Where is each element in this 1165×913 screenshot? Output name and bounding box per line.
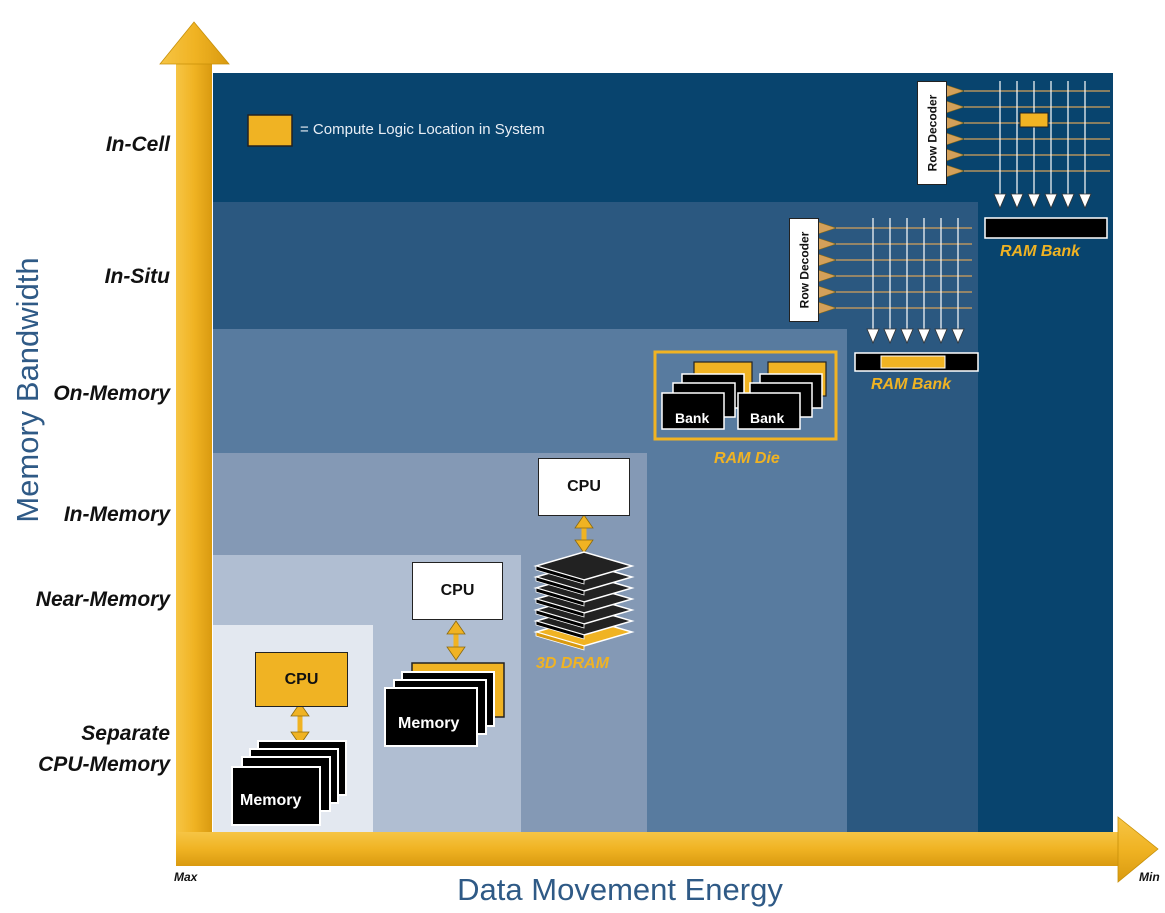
ram-die-caption: RAM Die	[714, 450, 780, 467]
in-situ-row-decoder: Row Decoder	[789, 218, 819, 322]
sense-arrow	[1027, 193, 1041, 210]
dram-layer-side	[535, 631, 585, 651]
in-cell-array	[945, 81, 1110, 210]
in-situ-compute-logic	[880, 355, 946, 369]
near-arrow-down	[446, 646, 466, 661]
near-cpu: CPU	[412, 562, 503, 620]
sense-arrow	[1010, 193, 1024, 210]
level-label-in-situ: In-Situ	[104, 265, 170, 288]
ram-die-frame	[653, 350, 838, 441]
dram-layer-side	[535, 565, 585, 585]
y-axis-title: Memory Bandwidth	[10, 257, 45, 523]
level-label-separate: Separate CPU-Memory	[38, 722, 170, 776]
level-label-near-memory: Near-Memory	[35, 588, 170, 611]
sense-arrow	[866, 328, 880, 345]
dram-layer-side	[535, 576, 585, 596]
ram-die-bank-a	[661, 361, 753, 430]
3d-dram-caption: 3D DRAM	[536, 655, 609, 672]
inmem-arrow-down	[574, 539, 594, 554]
x-axis-start-label: Max	[174, 870, 198, 884]
near-memory-label: Memory	[398, 715, 460, 732]
sense-arrow	[951, 328, 965, 345]
x-axis-end-label: Min	[1139, 870, 1160, 884]
dram-layer-side	[535, 609, 585, 629]
ram-die-bank-b	[737, 361, 827, 430]
sense-arrow	[1078, 193, 1092, 210]
ram-die-bank-a-label: Bank	[675, 410, 710, 426]
legend-swatch	[247, 114, 293, 147]
3d-dram-stack	[533, 551, 635, 651]
in-cell-row-decoder-label: Row Decoder	[925, 94, 939, 172]
near-memory-stack	[384, 662, 505, 747]
in-cell-bank-bar	[984, 217, 1108, 239]
legend-text: = Compute Logic Location in System	[300, 121, 545, 138]
in-memory-cpu: CPU	[538, 458, 630, 516]
separate-memory-label: Memory	[240, 792, 302, 809]
sense-arrow	[900, 328, 914, 345]
in-cell-compute-logic	[1019, 112, 1049, 128]
separate-arrow-up	[290, 702, 310, 717]
sense-arrow	[917, 328, 931, 345]
y-axis-arrow	[159, 21, 230, 852]
ram-die-bank-b-label: Bank	[750, 410, 785, 426]
in-cell-row-decoder: Row Decoder	[917, 81, 947, 185]
sense-arrow	[993, 193, 1007, 210]
dram-layer-side	[535, 598, 585, 618]
near-arrow-up	[446, 620, 466, 635]
in-situ-row-decoder-label: Row Decoder	[797, 231, 811, 309]
sense-arrow	[1061, 193, 1075, 210]
sense-arrow	[934, 328, 948, 345]
separate-memory-stack	[231, 740, 347, 826]
separate-arrow-down	[290, 731, 310, 746]
inmem-arrow-up	[574, 514, 594, 529]
separate-cpu: CPU	[255, 652, 348, 707]
sense-arrow	[1044, 193, 1058, 210]
x-axis-arrow	[176, 816, 1159, 883]
level-label-in-memory: In-Memory	[63, 503, 170, 526]
x-axis-title: Data Movement Energy	[457, 872, 783, 907]
in-cell-caption: RAM Bank	[1000, 243, 1081, 260]
level-label-in-cell: In-Cell	[105, 133, 170, 156]
dram-layer-side	[535, 587, 585, 607]
in-situ-caption: RAM Bank	[871, 376, 952, 393]
sense-arrow	[883, 328, 897, 345]
in-situ-array	[817, 218, 972, 345]
level-label-on-memory: On-Memory	[53, 382, 170, 405]
dram-layer-side	[535, 620, 585, 640]
